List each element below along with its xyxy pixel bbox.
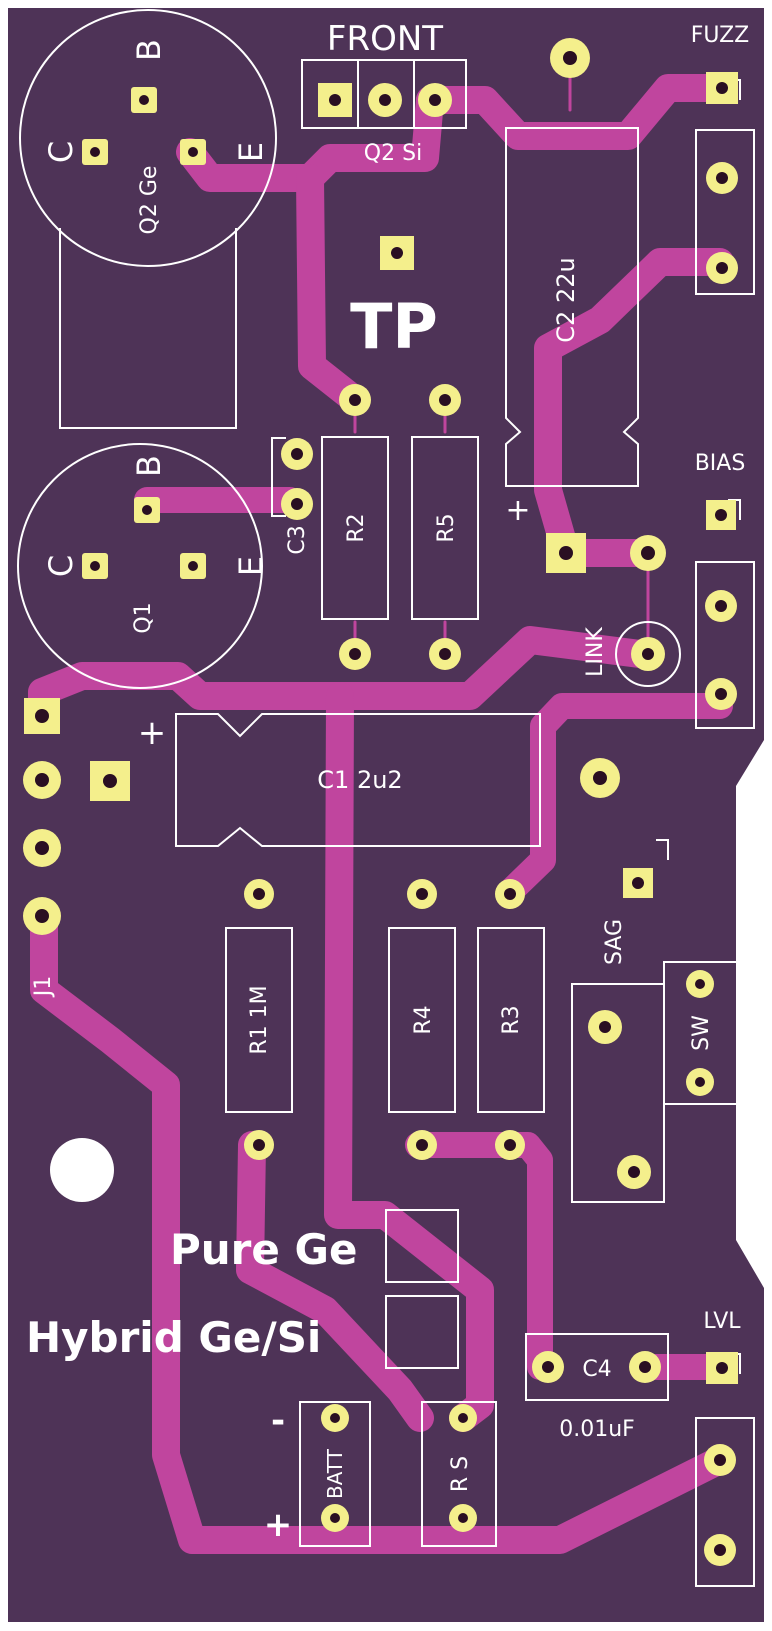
link-label: LINK xyxy=(583,627,608,677)
front-label: FRONT xyxy=(327,19,443,59)
r4-label: R4 xyxy=(411,1005,436,1034)
c4-value: 0.01uF xyxy=(559,1417,635,1442)
batt-minus: - xyxy=(271,1401,285,1441)
q2-pin-e: E xyxy=(232,142,270,162)
q1-label: Q1 xyxy=(131,602,156,633)
j1-label: J1 xyxy=(31,976,56,999)
r2-label: R2 xyxy=(344,513,369,542)
r3-label: R3 xyxy=(499,1005,524,1034)
c1-label: C1 2u2 xyxy=(317,766,402,794)
c2-label: C2 22u xyxy=(552,257,580,342)
q2-ge-label: Q2 Ge xyxy=(137,166,162,235)
r5-label: R5 xyxy=(434,513,459,542)
q2-pin-c: C xyxy=(42,141,80,163)
batt-label: BATT xyxy=(323,1448,347,1499)
q1-pin-c: C xyxy=(42,555,80,577)
fuzz-label: FUZZ xyxy=(691,23,750,48)
sag-label: SAG xyxy=(602,919,627,965)
mounting-hole xyxy=(50,1138,114,1202)
hybrid-label: Hybrid Ge/Si xyxy=(26,1313,321,1362)
batt-plus: + xyxy=(264,1505,293,1545)
board-outline xyxy=(8,8,764,1622)
pads xyxy=(23,38,738,1566)
r1-label: R1 1M xyxy=(247,985,272,1054)
c3-label: C3 xyxy=(285,525,310,554)
tp-label: TP xyxy=(350,290,438,363)
q1-pin-e: E xyxy=(232,556,270,576)
q2-si-label: Q2 Si xyxy=(364,141,422,166)
rs-label: R S xyxy=(448,1456,473,1492)
c2-plus: + xyxy=(505,493,530,528)
c4-label: C4 xyxy=(582,1357,611,1382)
q1-pin-b: B xyxy=(130,455,168,477)
c1-plus: + xyxy=(138,713,167,753)
q2-pin-b: B xyxy=(130,39,168,61)
lvl-label: LVL xyxy=(703,1309,741,1334)
sw-label: SW xyxy=(689,1015,714,1051)
bias-label: BIAS xyxy=(695,451,746,476)
pure-ge-label: Pure Ge xyxy=(170,1225,357,1274)
silkscreen xyxy=(17,9,755,1587)
silkscreen-text: FRONT Q2 Si FUZZ BIAS LVL TP C2 22u + Q2… xyxy=(26,19,749,1545)
